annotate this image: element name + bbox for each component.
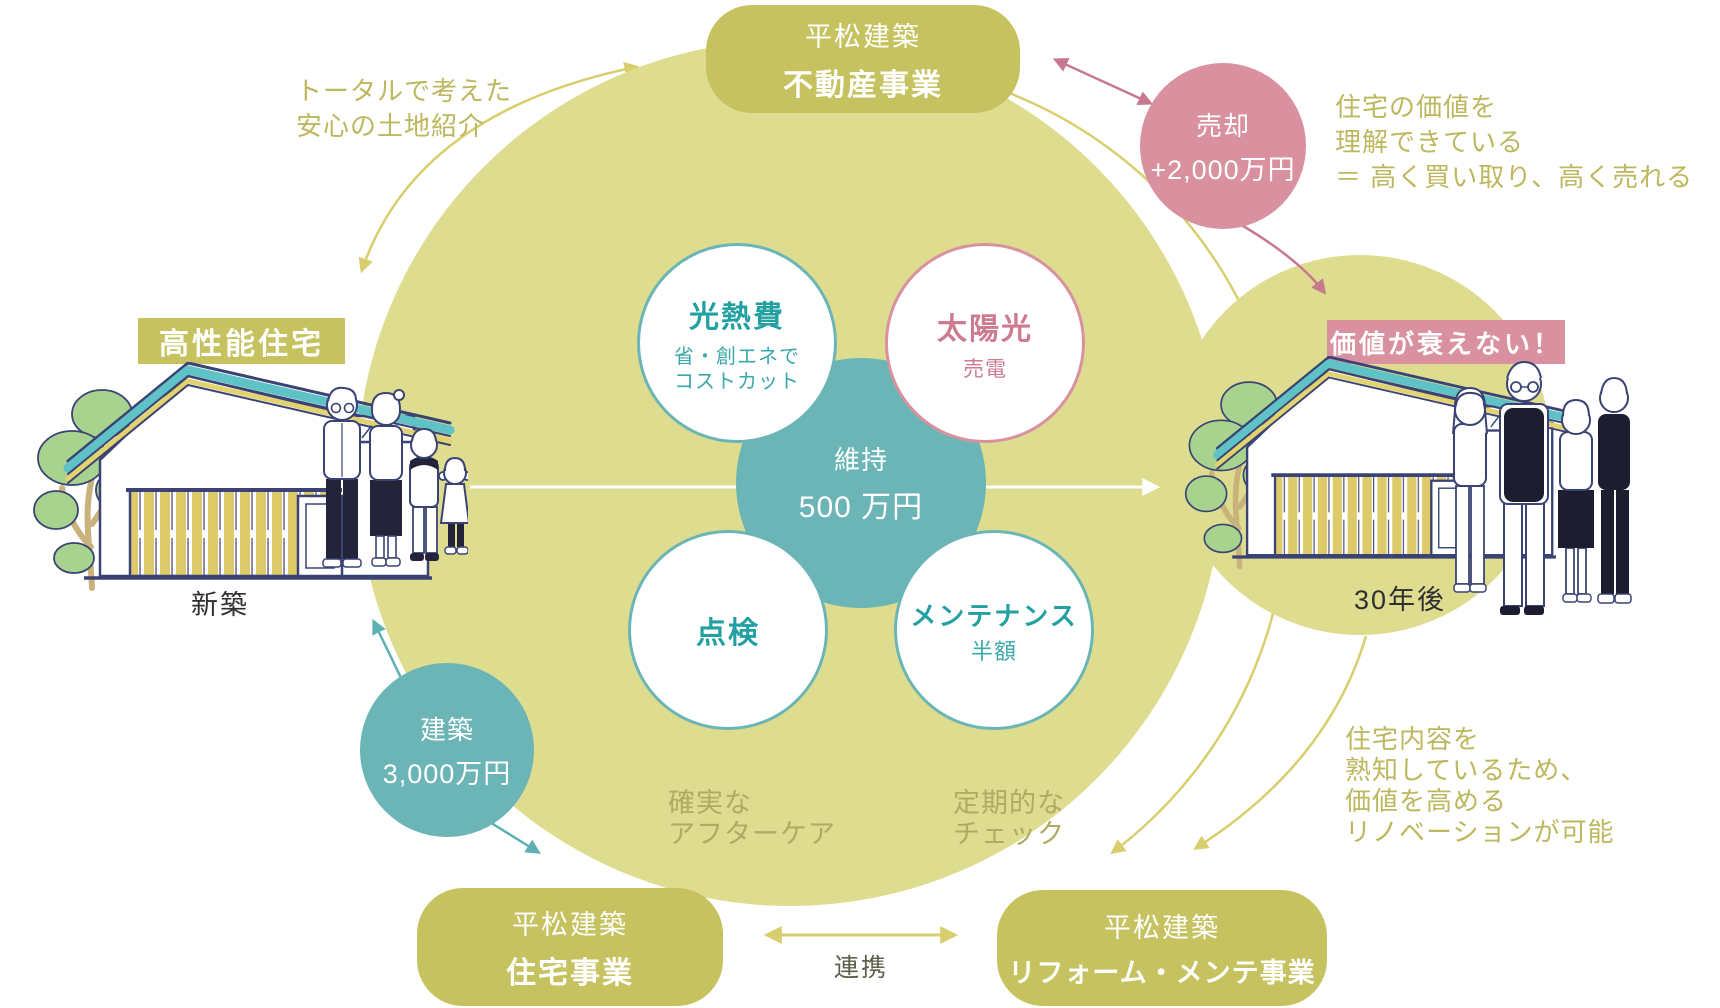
aftercare-line2: アフターケア: [668, 819, 836, 849]
real-estate-business: 不動産事業: [783, 68, 943, 102]
aftercare-line1: 確実な: [668, 788, 752, 818]
upkeep-amount: 500 万円: [798, 491, 924, 524]
value-line2: 理解できている: [1335, 127, 1525, 157]
link-caption: 連携: [833, 954, 888, 982]
inspection-title: 点検: [696, 617, 760, 650]
build-amount: 3,000万円: [382, 758, 512, 789]
sale-to-value-arrow: [1237, 221, 1327, 295]
maintenance-sub: 半額: [970, 639, 1017, 664]
utility-sub-line1: 省・創エネで: [674, 345, 800, 368]
utility-cost-bubble: 光熱費 省・創エネで コストカット: [637, 243, 837, 443]
land-intro-note: トータルで考えた 安心の土地紹介: [296, 74, 512, 144]
real-estate-business-box: 平松建築 不動産事業: [706, 5, 1020, 113]
check-line2: チェック: [953, 819, 1065, 849]
housing-company: 平松建築: [512, 909, 628, 940]
renovation-line4: リノベーションが可能: [1345, 817, 1615, 847]
house-to-reform-arrow: [1193, 635, 1368, 850]
aftercare-note: 確実な アフターケア: [668, 788, 836, 850]
inspection-bubble: 点検: [628, 530, 828, 730]
solar-title: 太陽光: [937, 313, 1033, 346]
renovation-line3: 価値を高める: [1345, 786, 1508, 816]
real-estate-company: 平松建築: [805, 21, 921, 52]
solar-sub: 売電: [963, 358, 1007, 381]
reform-business: リフォーム・メンテ事業: [1008, 958, 1316, 988]
land-intro-arrow: [358, 61, 640, 274]
renovation-note: 住宅内容を 熟知しているため、 価値を高める リノベーションが可能: [1345, 724, 1614, 848]
renovation-line2: 熟知しているため、: [1345, 755, 1588, 785]
reform-business-box: 平松建築 リフォーム・メンテ事業: [997, 890, 1327, 1006]
young-family-illustration: [322, 386, 468, 568]
check-line1: 定期的な: [953, 788, 1065, 818]
build-label: 建築: [419, 714, 474, 745]
thirty-years-caption: 30年後: [1353, 585, 1447, 615]
maintenance-title: メンテナンス: [910, 601, 1078, 631]
reform-company: 平松建築: [1104, 913, 1220, 943]
sale-price-badge: 売却 +2,000万円: [1140, 63, 1306, 229]
housing-business: 住宅事業: [506, 956, 634, 990]
land-intro-line1: トータルで考えた: [296, 76, 513, 106]
sale-to-realestate-arrow: [1052, 57, 1154, 106]
periodic-check-note: 定期的な チェック: [953, 788, 1065, 850]
high-performance-house-tag: 高性能住宅: [138, 318, 345, 364]
maintenance-bubble: メンテナンス 半額: [894, 530, 1094, 730]
sale-label: 売却: [1195, 110, 1250, 141]
build-cost-badge: 建築 3,000万円: [360, 663, 534, 837]
new-build-caption: 新築: [191, 590, 249, 620]
renovation-line1: 住宅内容を: [1345, 724, 1481, 754]
utility-title: 光熱費: [689, 300, 785, 334]
land-intro-line2: 安心の土地紹介: [296, 111, 486, 141]
solar-bubble: 太陽光 売電: [885, 243, 1085, 443]
upkeep-label: 維持: [833, 445, 888, 475]
value-line3: ＝ 高く買い取り、高く売れる: [1335, 162, 1694, 192]
housing-business-box: 平松建築 住宅事業: [417, 888, 723, 1006]
value-keeps-tag: 価値が衰えない！: [1327, 320, 1565, 364]
sale-amount: +2,000万円: [1150, 154, 1296, 185]
utility-sub-line2: コストカット: [674, 370, 800, 393]
value-note: 住宅の価値を 理解できている ＝ 高く買い取り、高く売れる: [1335, 90, 1693, 195]
value-line1: 住宅の価値を: [1335, 92, 1498, 122]
build-to-house-arrow: [372, 618, 406, 685]
utility-sub: 省・創エネで コストカット: [674, 345, 800, 395]
